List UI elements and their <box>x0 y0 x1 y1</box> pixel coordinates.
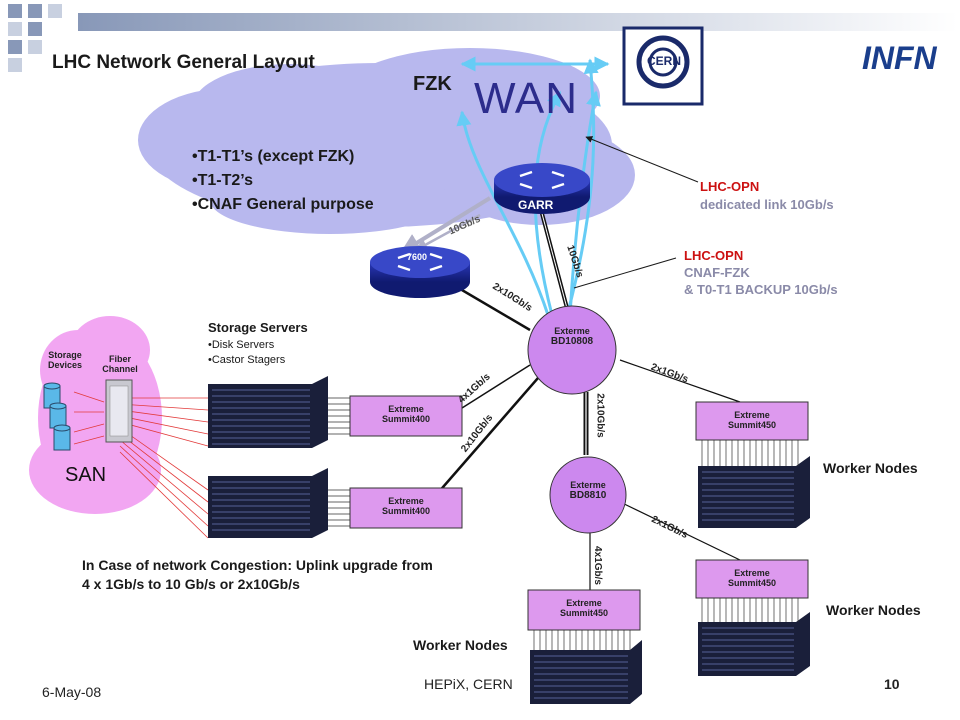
router-7600 <box>370 246 470 298</box>
footer-date: 6-May-08 <box>42 684 102 700</box>
opn-dedicated-annotation: LHC-OPN dedicated link 10Gb/s <box>700 179 834 212</box>
wan-bullet: •T1-T1’s (except FZK) <box>192 148 355 165</box>
storage-servers-title: Storage Servers <box>208 320 308 335</box>
storage-servers-item: •Disk Servers <box>208 339 275 351</box>
san-label: SAN <box>65 464 107 486</box>
fiber-links <box>73 391 209 539</box>
link-label-2x10-core: 2x10Gb/s <box>594 393 606 438</box>
cern-logo-text: CERN <box>647 54 682 68</box>
worker-nodes-label: Worker Nodes <box>413 637 508 653</box>
fiber-channel-switch <box>105 379 133 443</box>
router-bd10808 <box>527 305 617 395</box>
congestion-note: In Case of network Congestion: Uplink up… <box>82 557 433 592</box>
arrow-opn-dedicated <box>585 136 699 183</box>
storage-devices <box>43 382 71 451</box>
wan-bullet-list: •T1-T1’s (except FZK) •T1-T2’s •CNAF Gen… <box>192 145 374 217</box>
arrow-opn-backup <box>573 257 677 289</box>
page-number: 10 <box>884 676 900 692</box>
header-decoration <box>8 4 958 72</box>
garr-label: GARR <box>518 198 554 212</box>
storage-servers-list: •Disk Servers •Castor Stagers <box>208 338 285 368</box>
cern-logo <box>622 26 704 106</box>
san-cloud <box>29 316 162 514</box>
switch-boxes <box>349 395 809 631</box>
core-links <box>429 205 741 592</box>
storage-server-racks <box>208 376 328 538</box>
wan-label: WAN <box>474 74 579 123</box>
garr-router <box>494 163 590 214</box>
wan-bullet: •CNAF General purpose <box>192 196 374 213</box>
router-7600-label: 7600 <box>407 252 428 262</box>
footer-event: HEPiX, CERN <box>424 676 513 692</box>
worker-nodes-label: Worker Nodes <box>823 460 918 476</box>
opn-backup-annotation: LHC-OPN CNAF-FZK & T0-T1 BACKUP 10Gb/s <box>684 248 838 297</box>
fzk-label: FZK <box>413 73 452 95</box>
wan-bullet: •T1-T2’s <box>192 172 254 189</box>
router-bd8810 <box>549 456 627 534</box>
link-label-4x1-bottom: 4x1Gb/s <box>591 546 603 585</box>
infn-logo: INFN <box>862 40 937 76</box>
page-title: LHC Network General Layout <box>52 52 315 73</box>
worker-nodes-label: Worker Nodes <box>826 602 921 618</box>
storage-servers-item: •Castor Stagers <box>208 354 286 366</box>
